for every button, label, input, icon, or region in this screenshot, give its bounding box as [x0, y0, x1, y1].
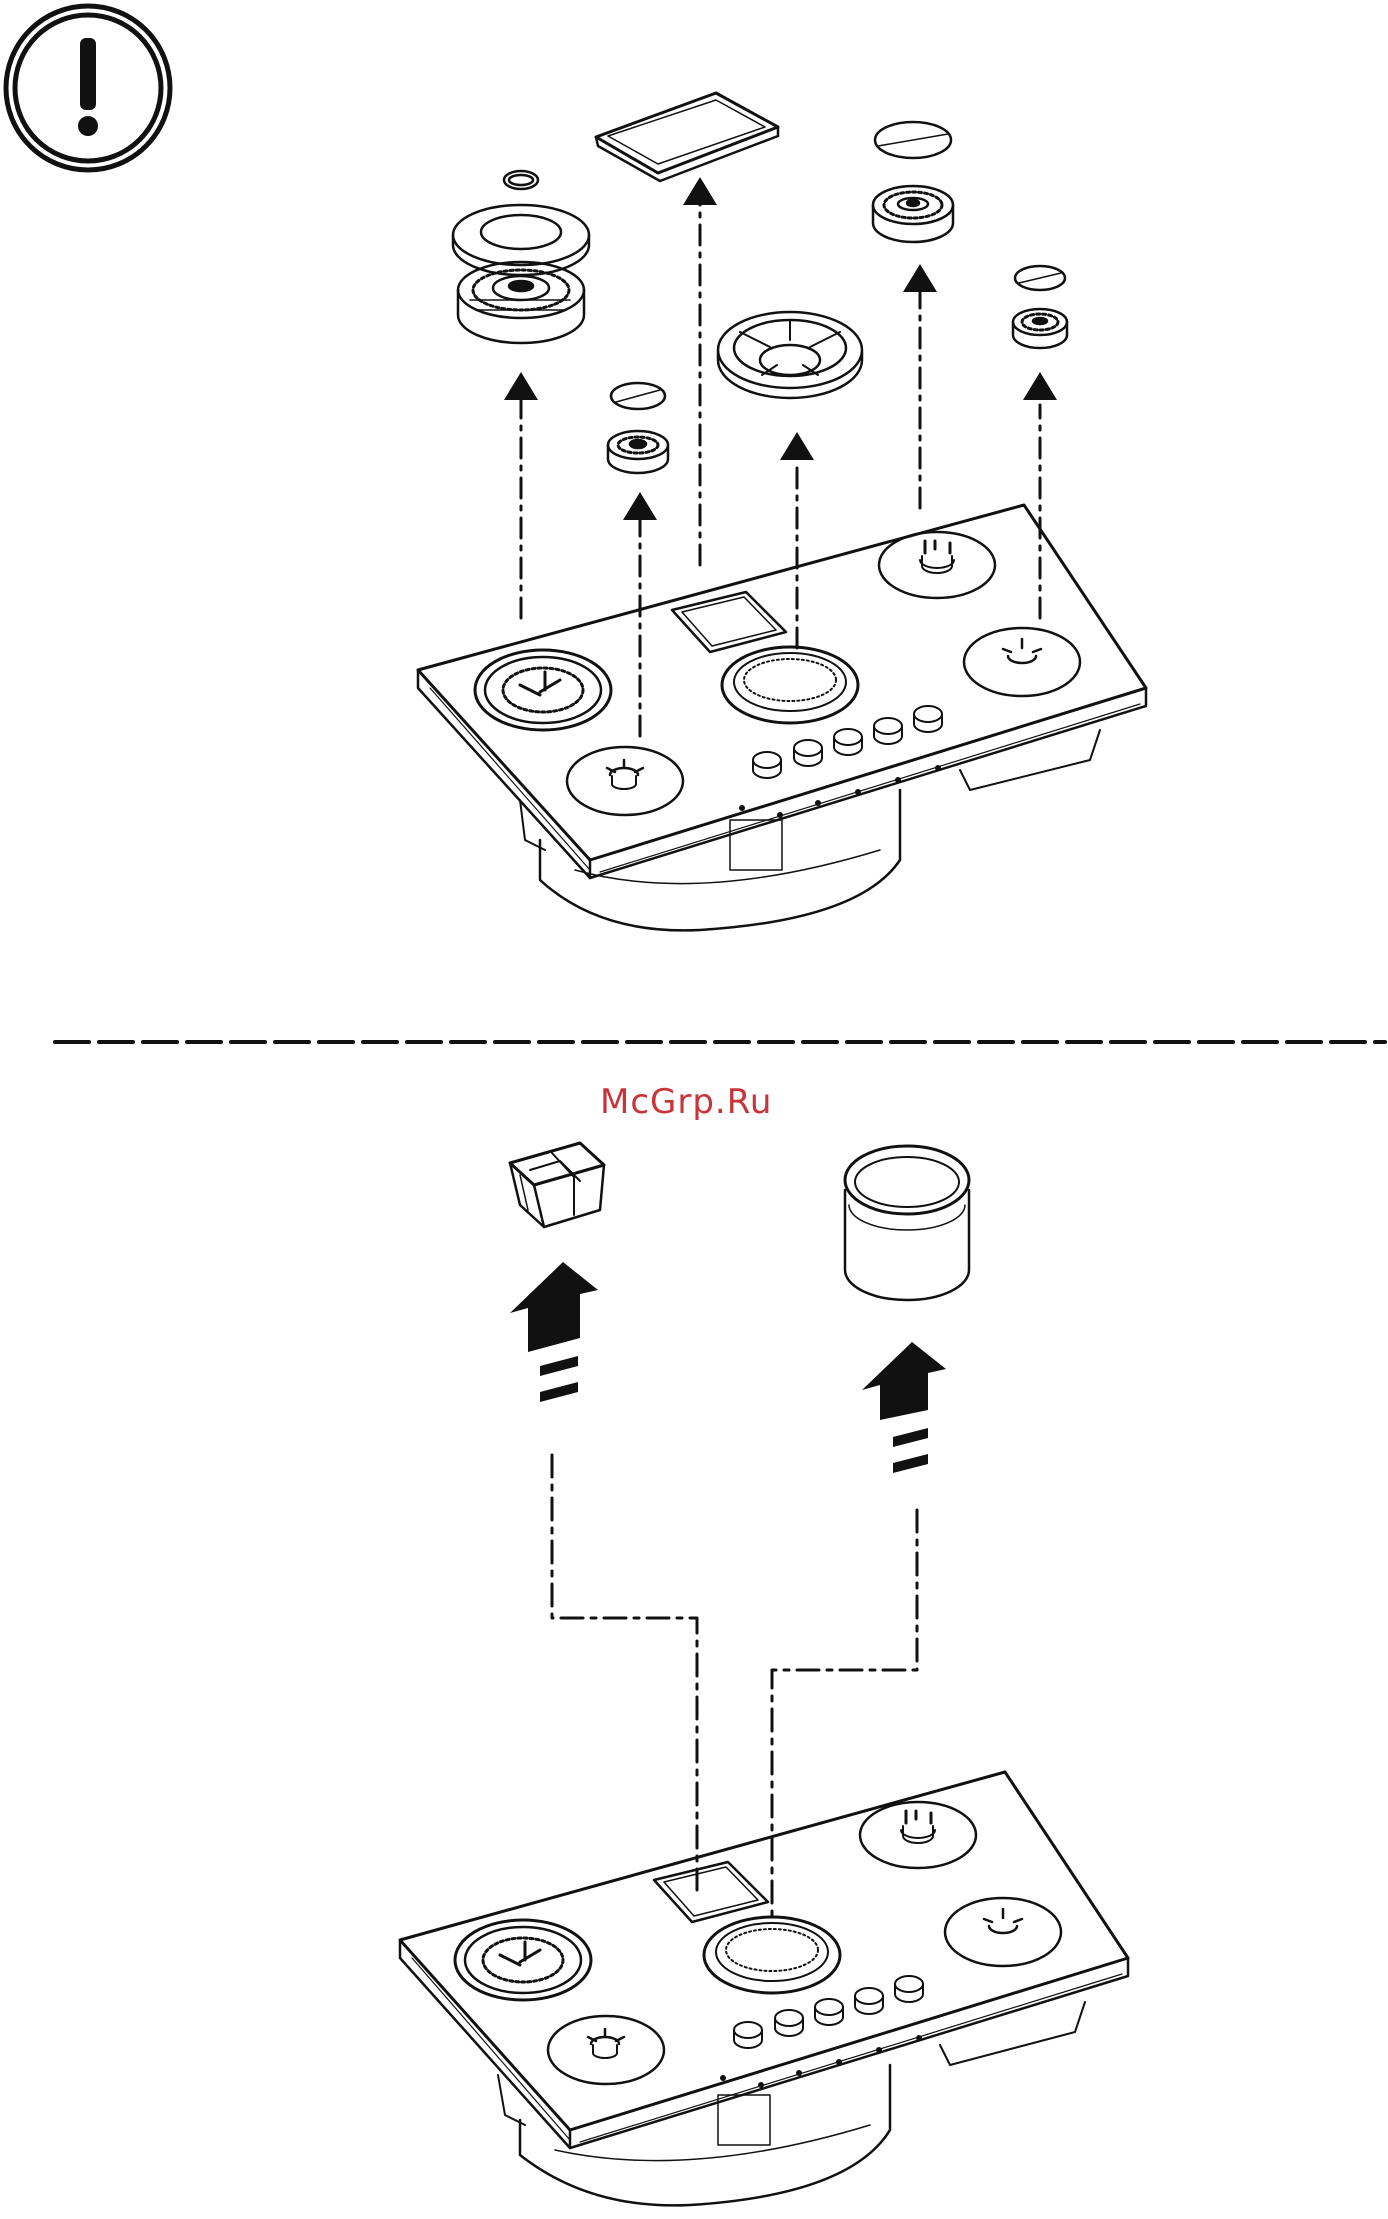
- control-knobs-bottom: [734, 1976, 923, 2048]
- warning-icon: [6, 6, 170, 170]
- cylinder-filter: [845, 1146, 969, 1300]
- bottom-panel: [400, 1143, 1128, 2205]
- small-burner-left-exploded: [608, 383, 668, 473]
- exclamation-icon: [80, 38, 96, 110]
- large-burner-exploded: [453, 171, 589, 343]
- medium-burner-right-exploded: [873, 122, 953, 242]
- hob-top: [418, 505, 1146, 930]
- top-panel: [418, 93, 1146, 930]
- hob-bottom: [400, 1772, 1128, 2205]
- watermark-text: McGrp.Ru: [600, 1082, 800, 1122]
- control-knobs-top: [753, 706, 942, 778]
- small-burner-right-exploded: [1013, 266, 1067, 348]
- bold-arrow-left: [510, 1262, 598, 1402]
- rectangular-cover: [596, 93, 778, 181]
- removal-arrows-top: [521, 200, 1040, 736]
- central-wok-ring: [718, 312, 862, 398]
- bold-arrow-right: [862, 1342, 946, 1473]
- rectangular-filter-box: [510, 1143, 604, 1227]
